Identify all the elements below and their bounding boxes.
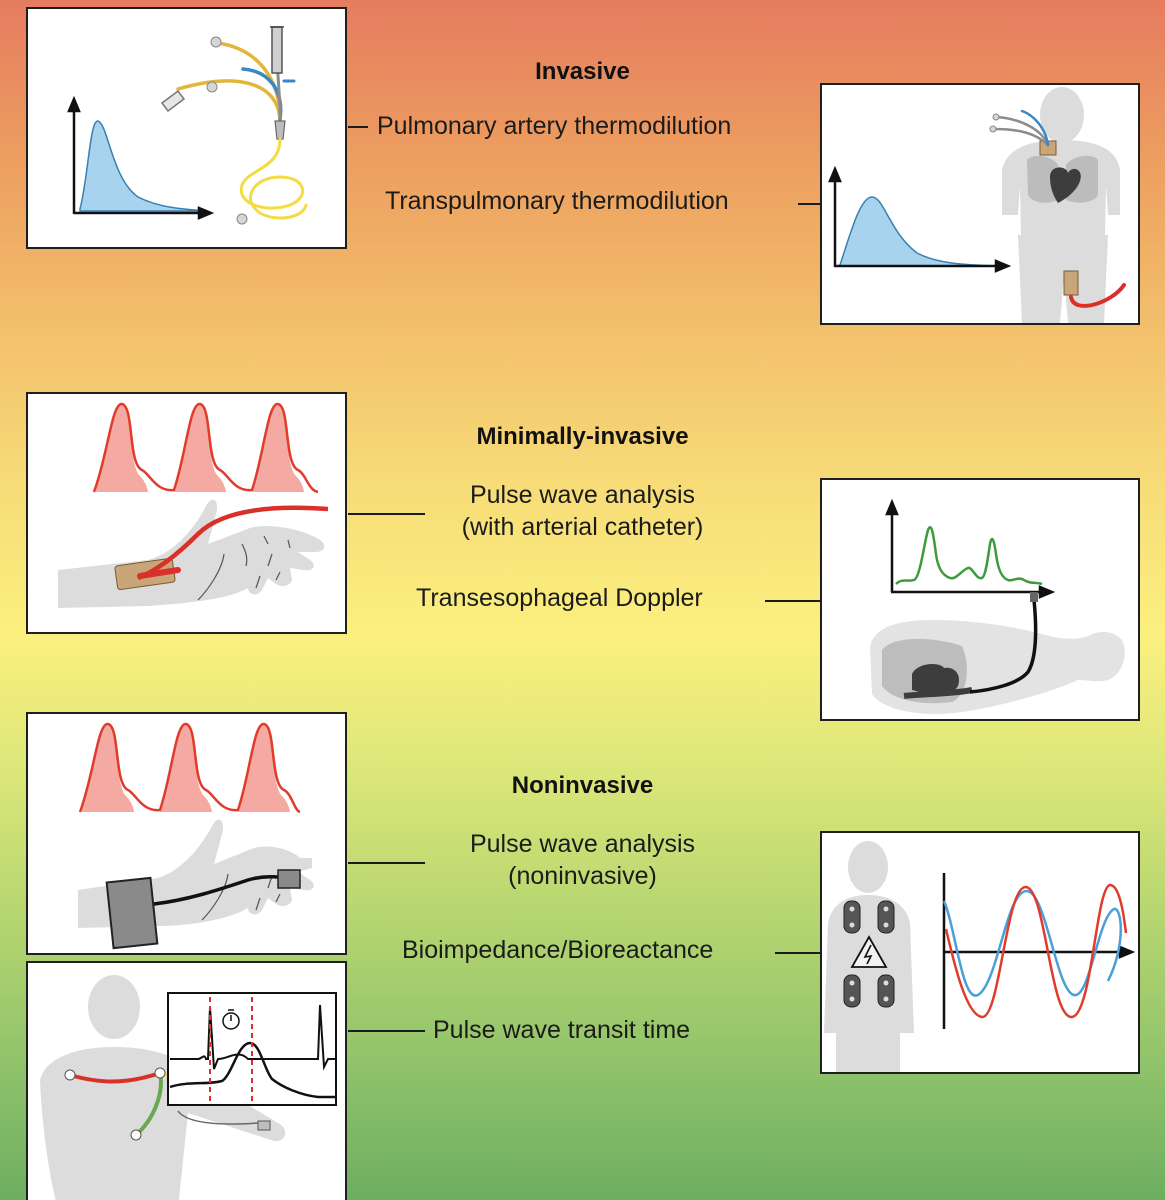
panel-bioimpedance	[820, 831, 1140, 1074]
label-pulmonary-artery-thermodilution: Pulmonary artery thermodilution	[377, 112, 732, 140]
body-torso-icon	[40, 975, 286, 1200]
label-transpulmonary-thermodilution: Transpulmonary thermodilution	[385, 187, 729, 215]
panel-pulmonary-artery-catheter	[26, 7, 347, 249]
label-noninvasive-paren: (noninvasive)	[508, 862, 657, 890]
hand-icon	[58, 499, 325, 608]
body-torso-icon	[1002, 87, 1120, 323]
thermodilution-curve	[79, 120, 209, 212]
label-pulse-wave-transit-time: Pulse wave transit time	[433, 1016, 691, 1044]
body-torso-icon	[824, 841, 914, 1072]
connector-doppler	[765, 600, 822, 602]
thermodilution-catheter-icon	[160, 26, 308, 225]
label-transesophageal-doppler: Transesophageal Doppler	[416, 584, 703, 612]
bp-cuff-icon	[105, 876, 159, 950]
axes	[828, 165, 1012, 273]
electrode-icon	[843, 900, 895, 1008]
ecg-trace	[170, 1004, 336, 1071]
heading-noninvasive: Noninvasive	[511, 772, 654, 799]
axes	[885, 498, 1056, 599]
ecg-pleth-monitor	[167, 992, 337, 1106]
connector-arterial-pwa	[348, 513, 425, 515]
body-profile-icon	[870, 620, 1125, 714]
axes	[67, 95, 215, 220]
panel-arterial-pwa	[26, 392, 347, 634]
thermodilution-curve	[839, 196, 1003, 267]
connector-bioimpedance	[775, 952, 822, 954]
connector-noninvasive-pwa	[348, 862, 425, 864]
finger-sensor-icon	[277, 869, 301, 889]
doppler-waveform	[895, 526, 1043, 586]
panel-transpulmonary	[820, 83, 1140, 325]
arterial-catheter	[137, 505, 329, 581]
panel-noninvasive-pwa	[26, 712, 347, 955]
connector-transit-time	[348, 1030, 425, 1032]
esophageal-probe-icon	[969, 599, 1038, 694]
label-with-arterial-catheter: (with arterial catheter)	[461, 513, 704, 541]
label-pulse-wave-analysis-arterial: Pulse wave analysis	[469, 481, 696, 509]
lightning-warning-icon	[850, 935, 888, 968]
heading-minimally-invasive: Minimally-invasive	[476, 423, 689, 450]
connector-transpulmonary	[798, 203, 822, 205]
heart-icon	[1050, 167, 1081, 203]
hand-creases	[197, 535, 291, 601]
impedance-wave-blue	[942, 889, 1122, 997]
label-pulse-wave-analysis-noninvasive: Pulse wave analysis	[469, 830, 696, 858]
arterial-pressure-wave	[78, 722, 301, 814]
stopwatch-icon	[222, 1009, 240, 1030]
panel-pulse-transit-time	[26, 961, 347, 1200]
arterial-pressure-wave	[92, 402, 319, 494]
heading-invasive: Invasive	[535, 58, 630, 85]
impedance-wave-red	[944, 883, 1128, 1019]
connector-pulmonary-artery	[348, 126, 368, 128]
thermodilution-catheter-icon	[989, 109, 1126, 308]
panel-transesophageal-doppler	[820, 478, 1140, 721]
label-bioimpedance: Bioimpedance/Bioreactance	[402, 936, 714, 964]
